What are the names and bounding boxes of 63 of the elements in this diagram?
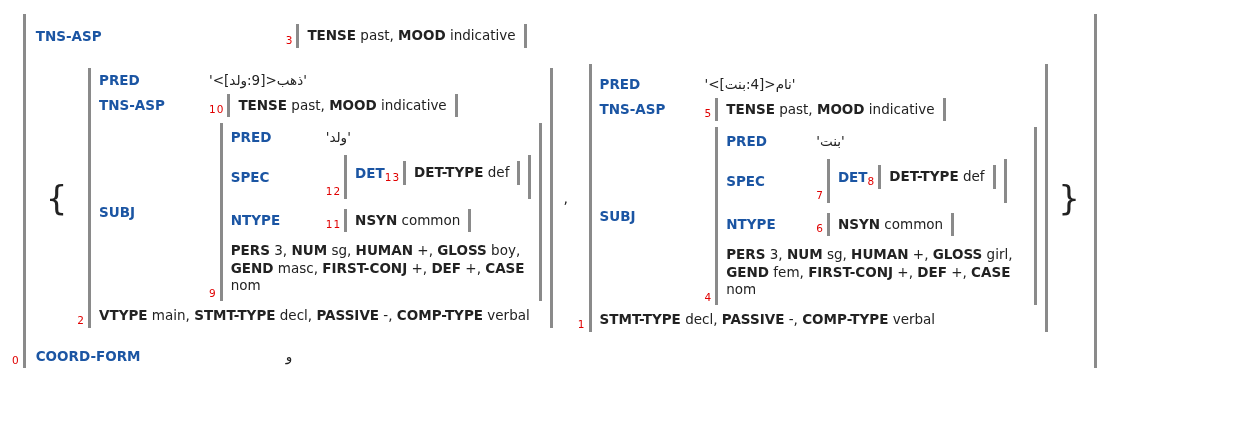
attribute-name: PRED bbox=[726, 133, 768, 150]
feature-matrix bbox=[715, 97, 946, 122]
attribute-name: NTYPE bbox=[230, 212, 282, 229]
feature-list: TENSE past, MOOD indicative bbox=[238, 96, 447, 115]
attribute-name: TNS-ASP bbox=[99, 97, 166, 114]
feature-value: 'بنت' bbox=[816, 133, 845, 150]
feature-list: VTYPE main, STMT-TYPE decl, PASSIVE -, COMP-TYPE verbal bbox=[99, 306, 530, 325]
feature-value: 'ولد' bbox=[325, 129, 351, 146]
feature-matrix bbox=[403, 161, 521, 185]
index-number: 4 bbox=[704, 290, 713, 303]
attribute-name: SUBJ bbox=[99, 203, 136, 220]
feature-list: TENSE past, MOOD indicative bbox=[726, 100, 935, 119]
index-number: 2 bbox=[77, 314, 85, 327]
feature-list: PERS 3, NUM sg, HUMAN +, GLOSS boy, GEND masc, FIRST-CONJ +, DEF +, CASE nom bbox=[230, 242, 531, 295]
curly-brace: { bbox=[45, 180, 68, 215]
index-number: 1 bbox=[577, 318, 586, 331]
feature-value: 'ذهب<[9:ولد]>' bbox=[209, 71, 307, 88]
feature-matrix bbox=[344, 155, 532, 199]
attribute-name: COORD-FORM bbox=[35, 348, 142, 365]
feature-list: PERS 3, NUM sg, HUMAN +, GLOSS girl, GEND fem, FIRST-CONJ +, DEF +, CASE nom bbox=[726, 246, 1027, 299]
feature-matrix bbox=[227, 93, 458, 118]
feature-list: NSYN common bbox=[355, 211, 461, 230]
feature-matrix bbox=[88, 67, 554, 329]
feature-matrix bbox=[588, 63, 1049, 333]
feature-list: NSYN common bbox=[837, 215, 944, 234]
feature-list: STMT-TYPE decl, PASSIVE -, COMP-TYPE verbal bbox=[599, 310, 936, 329]
attribute-name: NTYPE bbox=[726, 216, 777, 233]
index-number: 10 bbox=[209, 103, 225, 116]
attribute-name: SPEC bbox=[726, 172, 766, 189]
index-number: 11 bbox=[325, 218, 342, 231]
attribute-name: PRED bbox=[99, 71, 141, 88]
index-number: 7 bbox=[816, 188, 824, 201]
attribute-name: PRED bbox=[230, 129, 273, 146]
feature-list: DET-TYPE def bbox=[414, 164, 510, 182]
attribute-name: DET bbox=[355, 164, 385, 181]
index-number: 12 bbox=[325, 184, 342, 197]
attribute-name: SUBJ bbox=[599, 207, 637, 224]
feature-matrix bbox=[344, 208, 472, 233]
index-number: 13 bbox=[384, 170, 401, 183]
feature-list: DET-TYPE def bbox=[889, 168, 985, 186]
feature-matrix bbox=[296, 24, 527, 48]
feature-matrix bbox=[878, 165, 996, 189]
curly-brace: } bbox=[1058, 180, 1080, 215]
attribute-name: PRED bbox=[599, 75, 642, 92]
index-number: 3 bbox=[285, 33, 294, 46]
index-number: 6 bbox=[816, 222, 824, 235]
feature-matrix bbox=[826, 212, 955, 237]
attribute-name: TNS-ASP bbox=[35, 27, 103, 44]
index-number: 5 bbox=[704, 107, 713, 120]
separator: , bbox=[563, 190, 568, 205]
feature-matrix bbox=[715, 127, 1038, 305]
feature-matrix bbox=[22, 14, 1097, 369]
index-number: 8 bbox=[867, 174, 876, 187]
feature-matrix bbox=[826, 159, 1007, 203]
feature-value: 'نام<[4:بنت]>' bbox=[704, 75, 796, 92]
index-number: 9 bbox=[209, 286, 217, 299]
attribute-name: TNS-ASP bbox=[599, 101, 667, 118]
feature-list: TENSE past, MOOD indicative bbox=[307, 27, 516, 45]
attribute-name: SPEC bbox=[230, 168, 271, 185]
feature-matrix bbox=[219, 123, 543, 301]
index-number: 0 bbox=[12, 354, 20, 367]
attribute-name: DET bbox=[837, 168, 868, 185]
feature-value: و bbox=[285, 348, 293, 365]
